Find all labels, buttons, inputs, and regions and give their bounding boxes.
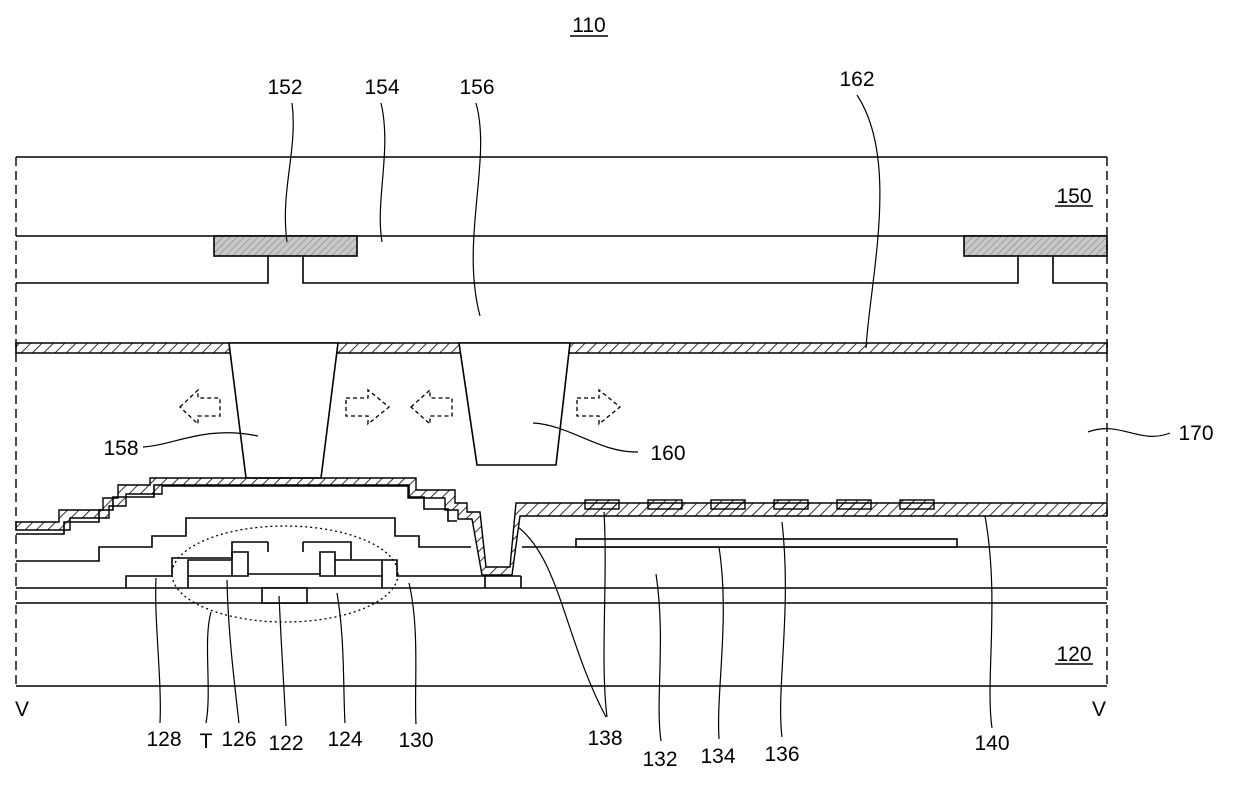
section-mark-left: V (15, 698, 29, 721)
pixel-finger (774, 500, 808, 509)
leader-134 (719, 547, 724, 739)
gate-electrode (262, 588, 307, 603)
arrow-right-icon (577, 390, 620, 424)
semiconductor-channel-top-3 (303, 542, 351, 560)
leader-170 (1088, 429, 1170, 437)
color-filter-boundary-right (1053, 256, 1107, 283)
leader-128 (156, 578, 161, 723)
leader-122 (279, 596, 286, 726)
leader-T (206, 612, 211, 723)
source-electrode (126, 558, 232, 588)
leader-124 (337, 593, 345, 723)
label-150: 150 (1056, 185, 1091, 208)
label-124: 124 (327, 728, 362, 751)
leader-152 (285, 103, 293, 242)
pixel-finger (837, 500, 871, 509)
label-152: 152 (267, 76, 302, 99)
common-line (576, 539, 957, 547)
semiconductor-channel-top (232, 542, 268, 558)
leader-126 (227, 580, 239, 723)
label-170: 170 (1178, 422, 1213, 445)
color-filter-boundary-left (16, 256, 268, 283)
spacer-160 (459, 343, 570, 465)
label-122: 122 (268, 732, 303, 755)
semiconductor-right (335, 560, 382, 576)
pixel-finger (648, 500, 682, 509)
semiconductor-top-right (320, 552, 335, 574)
leader-162 (857, 95, 880, 348)
spacer-158 (229, 343, 338, 478)
label-154: 154 (364, 76, 399, 99)
label-134: 134 (700, 745, 735, 768)
label-162: 162 (839, 68, 874, 91)
leader-136 (781, 522, 786, 737)
pixel-finger (711, 500, 745, 509)
label-132: 132 (642, 748, 677, 771)
label-156: 156 (459, 76, 494, 99)
leader-154 (380, 103, 385, 242)
label-160: 160 (650, 442, 685, 465)
section-mark-right: V (1092, 698, 1106, 721)
label-126: 126 (221, 728, 256, 751)
label-130: 130 (398, 729, 433, 752)
gate-insulator-step (188, 574, 382, 588)
leader-138-a (518, 527, 606, 717)
leader-130 (409, 583, 416, 724)
alignment-layer (16, 478, 1107, 575)
arrow-right-icon (346, 390, 389, 424)
color-filter-boundary-mid (303, 256, 1018, 283)
label-138: 138 (587, 727, 622, 750)
label-158: 158 (103, 437, 138, 460)
leader-132 (656, 574, 661, 741)
label-140: 140 (974, 732, 1009, 755)
black-matrix-right (964, 236, 1107, 256)
arrow-left-icon (411, 390, 452, 424)
pixel-finger (900, 500, 934, 509)
semiconductor (188, 560, 232, 576)
label-120: 120 (1056, 643, 1091, 666)
pixel-finger (585, 500, 619, 509)
black-matrix-left (214, 236, 357, 256)
label-128: 128 (146, 728, 181, 751)
label-136: 136 (764, 743, 799, 766)
figure-title: 110 (572, 14, 605, 37)
passivation-stack-1 (16, 518, 471, 561)
label-T: T (200, 730, 213, 753)
leader-156 (473, 103, 480, 316)
semiconductor-top (232, 552, 248, 574)
arrow-left-icon (180, 390, 220, 424)
